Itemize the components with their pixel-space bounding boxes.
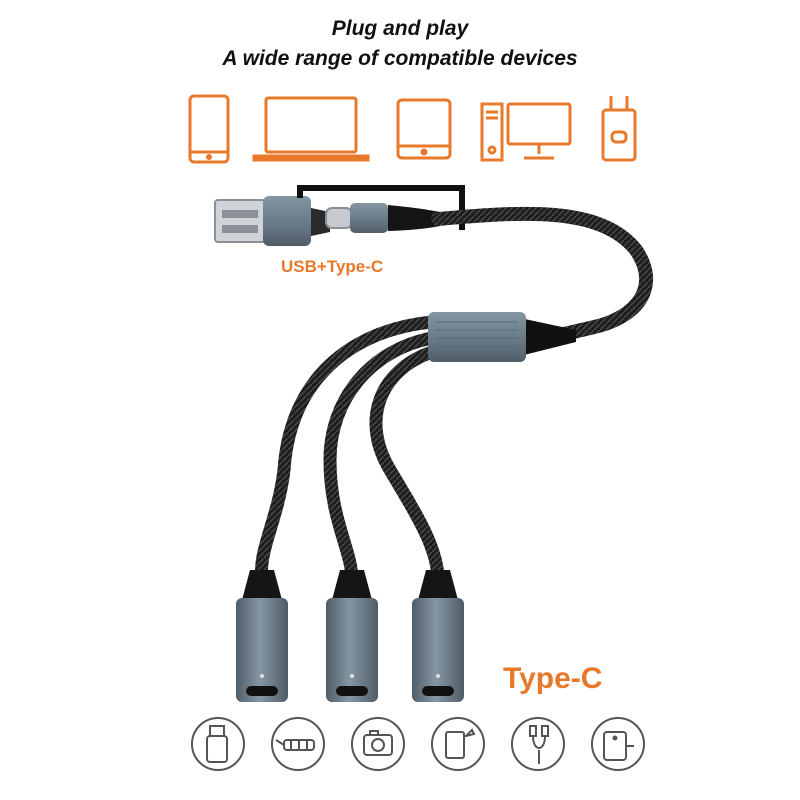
usb-flash-drive-icon bbox=[191, 717, 245, 771]
output-connector-label: Type-C bbox=[503, 662, 603, 695]
usb-a-plug bbox=[214, 196, 330, 246]
wall-charger-icon bbox=[601, 96, 637, 162]
type-c-socket-1 bbox=[236, 570, 288, 702]
compatible-devices-row bbox=[188, 94, 637, 164]
input-cable bbox=[431, 206, 653, 342]
input-connector-label: USB+Type-C bbox=[281, 257, 384, 276]
type-c-socket-2 bbox=[326, 570, 378, 702]
output-cable-1 bbox=[254, 315, 439, 587]
plug-bridge bbox=[297, 185, 465, 230]
output-cable-3 bbox=[369, 345, 445, 587]
type-c-socket-3 bbox=[412, 570, 464, 702]
power-bank-icon bbox=[591, 717, 645, 771]
desktop-computer-icon bbox=[480, 102, 572, 162]
drawing-tablet-icon bbox=[431, 717, 485, 771]
usb-hub-icon bbox=[271, 717, 325, 771]
compatible-accessories-row bbox=[191, 717, 645, 771]
tablet-icon bbox=[396, 98, 452, 160]
splitter-junction bbox=[428, 312, 576, 362]
laptop-icon bbox=[252, 96, 370, 162]
usb-c-plug bbox=[325, 203, 440, 233]
headline-line-2: A wide range of compatible devices bbox=[222, 47, 578, 70]
headline-line-1: Plug and play bbox=[331, 17, 469, 40]
output-cable-2 bbox=[323, 331, 439, 587]
camera-icon bbox=[351, 717, 405, 771]
smartphone-icon bbox=[188, 94, 230, 164]
cable-icon bbox=[511, 717, 565, 771]
